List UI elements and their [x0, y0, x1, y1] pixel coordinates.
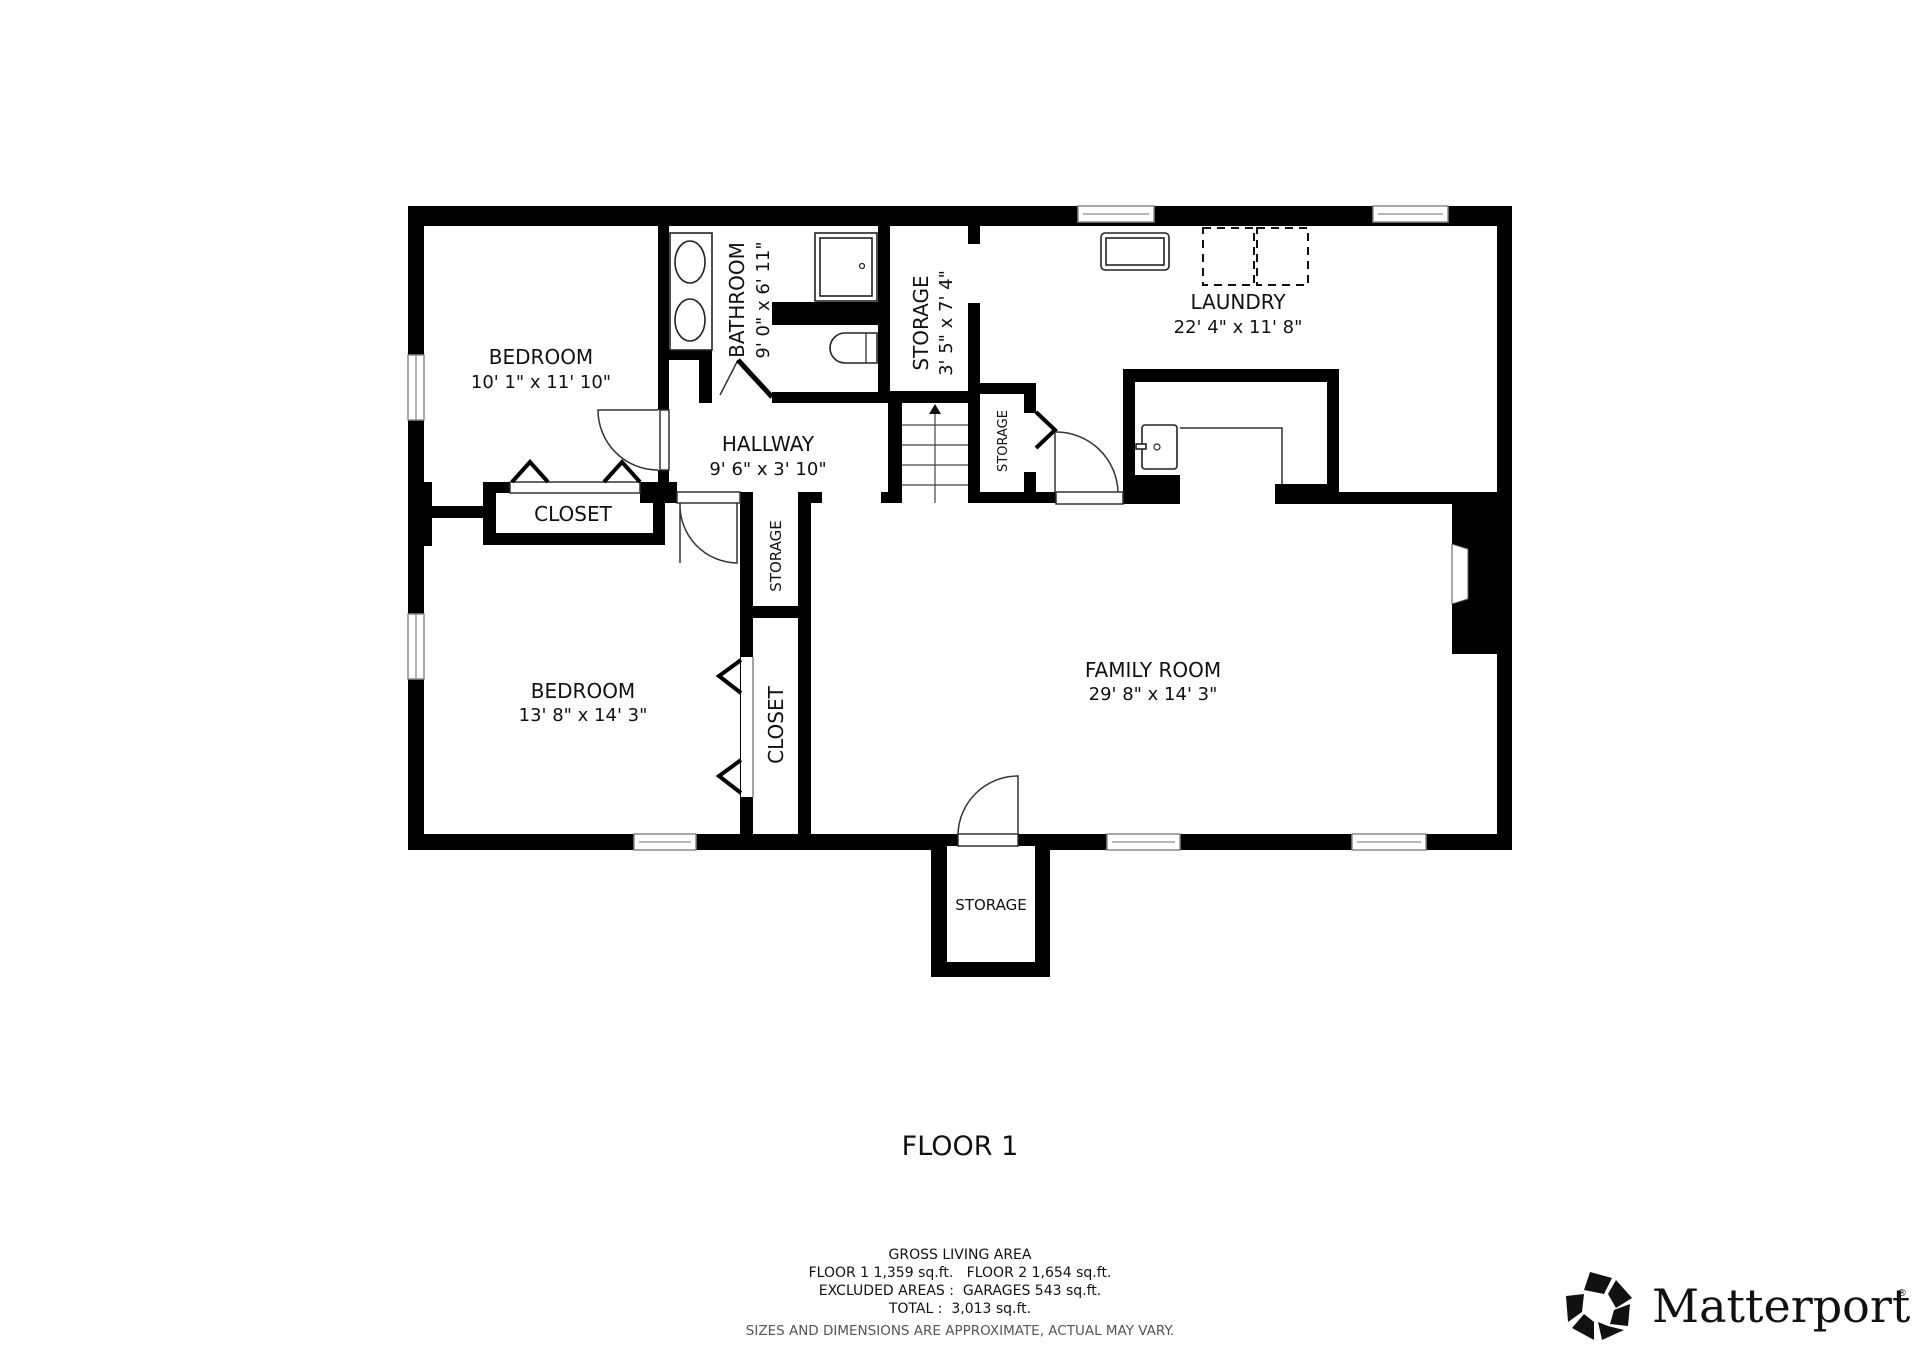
room-label-bathroom: BATHROOM — [725, 242, 749, 358]
fireplace-icon — [1451, 543, 1469, 605]
room-label-storage-2: STORAGE — [996, 410, 1011, 472]
door-bathroom — [719, 359, 739, 396]
room-label-family-room: FAMILY ROOM — [1085, 658, 1221, 682]
summary-floors: FLOOR 1 1,359 sq.ft. FLOOR 2 1,654 sq.ft… — [809, 1265, 1112, 1281]
window-laundry-2 — [1372, 205, 1449, 223]
summary-total: TOTAL : 3,013 sq.ft. — [888, 1301, 1031, 1317]
floor-title: FLOOR 1 — [902, 1131, 1019, 1162]
room-label-closet-2: CLOSET — [764, 685, 788, 763]
room-dims-laundry: 22' 4" x 11' 8" — [1174, 317, 1303, 338]
area-summary: GROSS LIVING AREA FLOOR 1 1,359 sq.ft. F… — [746, 1247, 1174, 1339]
summary-excluded: EXCLUDED AREAS : GARAGES 543 sq.ft. — [819, 1283, 1101, 1299]
closet-door-1b — [602, 459, 642, 484]
door-storage-bump — [957, 775, 1019, 835]
room-dims-family-room: 29' 8" x 14' 3" — [1089, 684, 1218, 705]
room-dims-storage-1: 3' 5" x 7' 4" — [936, 270, 957, 376]
brand-name: Matterport — [1652, 1279, 1911, 1333]
stairs — [902, 404, 968, 503]
window-laundry-1 — [1077, 205, 1155, 223]
disclaimer: SIZES AND DIMENSIONS ARE APPROXIMATE, AC… — [746, 1323, 1174, 1339]
room-dims-bathroom: 9' 0" x 6' 11" — [753, 241, 774, 358]
brand-registered-mark: ® — [1897, 1288, 1907, 1299]
window-bedroom-bottom — [633, 833, 697, 851]
stairs-up-arrow-icon — [929, 404, 941, 414]
sink-icon — [674, 240, 706, 284]
openings — [509, 409, 1124, 962]
room-labels: BEDROOM 10' 1" x 11' 10" BATHROOM 9' 0" … — [471, 241, 1302, 914]
matterport-logo: Matterport ® — [1566, 1272, 1911, 1340]
door-bedroom-2 — [679, 502, 738, 564]
window-lower-left-bedroom — [407, 613, 425, 680]
closet-door-2a — [715, 658, 743, 695]
room-label-storage-1: STORAGE — [909, 275, 933, 370]
matterport-pentagon-logo-icon — [1566, 1272, 1632, 1340]
window-family-bottom-2 — [1351, 833, 1427, 851]
doors — [510, 358, 1119, 835]
room-dims-hallway: 9' 6" x 3' 10" — [709, 459, 826, 480]
room-label-laundry: LAUNDRY — [1190, 290, 1286, 314]
closet-door-1a — [510, 459, 550, 484]
door-bedroom-1 — [597, 409, 659, 471]
toilet-icon — [829, 332, 878, 364]
fixtures — [669, 227, 1469, 605]
outer-walls — [408, 206, 1512, 850]
washer-icon — [1202, 227, 1255, 286]
dryer-icon — [1256, 227, 1309, 286]
window-top-left-bedroom — [407, 354, 425, 421]
closet-door-2b — [715, 758, 743, 795]
sink-icon — [674, 298, 706, 342]
door-small-storage — [1034, 410, 1058, 450]
room-label-storage-3: STORAGE — [767, 520, 785, 591]
room-label-bedroom-1: BEDROOM — [489, 345, 593, 369]
room-dims-bedroom-2: 13' 8" x 14' 3" — [519, 705, 648, 726]
window-family-bottom-1 — [1106, 833, 1181, 851]
windows — [407, 205, 1449, 851]
summary-heading: GROSS LIVING AREA — [889, 1247, 1032, 1263]
room-dims-bedroom-1: 10' 1" x 11' 10" — [471, 372, 611, 393]
room-label-closet-1: CLOSET — [534, 502, 612, 526]
room-label-hallway: HALLWAY — [722, 432, 815, 456]
room-label-bedroom-2: BEDROOM — [531, 679, 635, 703]
room-label-storage-4: STORAGE — [955, 896, 1026, 914]
door-laundry — [1054, 431, 1119, 493]
door-bathroom-leaf — [736, 358, 774, 399]
